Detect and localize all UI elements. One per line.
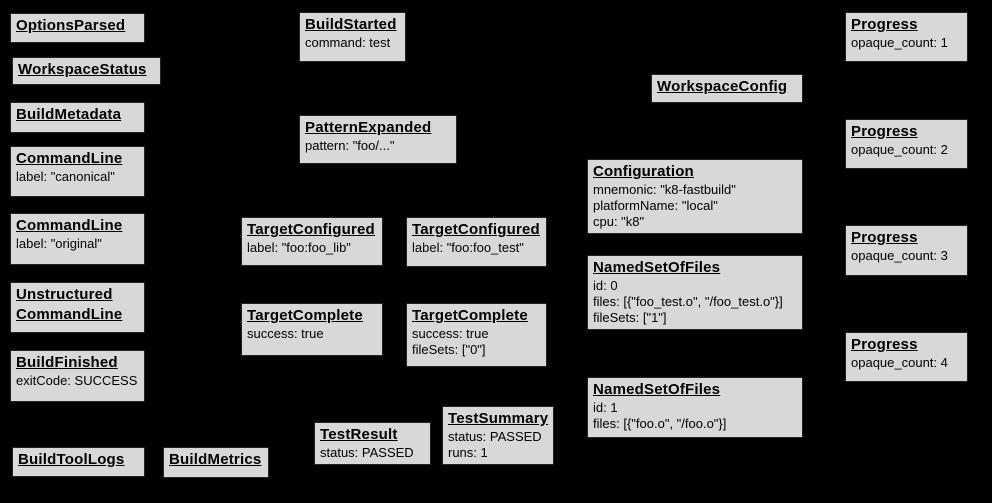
node-unstructured-command-line: Unstructured CommandLine: [10, 282, 145, 333]
node-title: PatternExpanded: [305, 119, 432, 136]
node-progress-2: Progress opaque_count: 2: [845, 119, 968, 169]
node-build-finished: BuildFinished exitCode: SUCCESS: [10, 350, 145, 402]
node-test-result: TestResult status: PASSED: [314, 422, 431, 465]
node-detail: exitCode: SUCCESS: [16, 373, 138, 388]
node-detail: pattern: "foo/...": [305, 138, 395, 153]
node-title: TargetConfigured: [247, 221, 375, 238]
node-title: Progress: [851, 336, 918, 353]
node-title: BuildMetrics: [169, 451, 262, 468]
node-title: Progress: [851, 229, 918, 246]
node-title: Unstructured CommandLine: [16, 286, 123, 323]
node-progress-1: Progress opaque_count: 1: [845, 12, 968, 62]
node-target-configured-lib: TargetConfigured label: "foo:foo_lib": [241, 217, 383, 266]
node-title: BuildMetadata: [16, 106, 122, 123]
node-detail: mnemonic: "k8-fastbuild": [593, 182, 736, 197]
node-detail: opaque_count: 4: [851, 355, 948, 370]
node-pattern-expanded: PatternExpanded pattern: "foo/...": [299, 115, 457, 164]
node-title: TargetComplete: [412, 307, 528, 324]
node-title: CommandLine: [16, 217, 123, 234]
node-detail: id: 1: [593, 400, 618, 415]
node-title: WorkspaceConfig: [657, 78, 788, 95]
node-build-started: BuildStarted command: test: [299, 12, 406, 62]
node-detail: success: true: [247, 326, 324, 341]
node-named-set-of-files-1: NamedSetOfFiles id: 1 files: [{"foo.o", …: [587, 377, 803, 438]
node-configuration: Configuration mnemonic: "k8-fastbuild" p…: [587, 159, 803, 234]
node-title: CommandLine: [16, 150, 123, 167]
node-title: TestResult: [320, 426, 398, 443]
node-detail: id: 0: [593, 278, 618, 293]
node-workspace-status: WorkspaceStatus: [12, 57, 161, 85]
node-progress-4: Progress opaque_count: 4: [845, 332, 968, 382]
node-detail: label: "canonical": [16, 169, 115, 184]
node-build-metadata: BuildMetadata: [10, 102, 145, 133]
node-detail: cpu: "k8": [593, 214, 645, 229]
node-build-tool-logs: BuildToolLogs: [12, 447, 145, 477]
node-detail: fileSets: ["1"]: [593, 310, 667, 325]
node-title: BuildToolLogs: [18, 451, 125, 468]
node-detail: status: PASSED: [320, 445, 414, 460]
node-detail: runs: 1: [448, 445, 488, 460]
node-progress-3: Progress opaque_count: 3: [845, 225, 968, 276]
node-detail: label: "foo:foo_lib": [247, 240, 351, 255]
node-detail: opaque_count: 2: [851, 142, 948, 157]
node-target-complete-test: TargetComplete success: true fileSets: […: [406, 303, 547, 367]
node-detail: platformName: "local": [593, 198, 718, 213]
node-options-parsed: OptionsParsed: [10, 13, 145, 43]
node-detail: success: true: [412, 326, 489, 341]
node-detail: label: "foo:foo_test": [412, 240, 524, 255]
node-command-line-canonical: CommandLine label: "canonical": [10, 146, 145, 197]
node-named-set-of-files-0: NamedSetOfFiles id: 0 files: [{"foo_test…: [587, 255, 803, 330]
node-build-metrics: BuildMetrics: [163, 447, 269, 478]
node-title: NamedSetOfFiles: [593, 381, 721, 398]
node-detail: opaque_count: 1: [851, 35, 948, 50]
node-workspace-config: WorkspaceConfig: [651, 74, 803, 103]
node-title: BuildStarted: [305, 16, 397, 33]
node-test-summary: TestSummary status: PASSED runs: 1: [442, 406, 554, 465]
node-title: OptionsParsed: [16, 17, 126, 34]
node-detail: fileSets: ["0"]: [412, 342, 486, 357]
node-title: WorkspaceStatus: [18, 61, 147, 78]
node-title: NamedSetOfFiles: [593, 259, 721, 276]
node-title: BuildFinished: [16, 354, 118, 371]
node-detail: files: [{"foo.o", "/foo.o"}]: [593, 416, 727, 431]
node-title: Configuration: [593, 163, 694, 180]
node-detail: label: "original": [16, 236, 102, 251]
node-target-complete-lib: TargetComplete success: true: [241, 303, 383, 356]
node-command-line-original: CommandLine label: "original": [10, 213, 145, 265]
node-title: Progress: [851, 16, 918, 33]
node-detail: opaque_count: 3: [851, 248, 948, 263]
node-target-configured-test: TargetConfigured label: "foo:foo_test": [406, 217, 547, 267]
node-detail: command: test: [305, 35, 391, 50]
node-title: Progress: [851, 123, 918, 140]
node-detail: status: PASSED: [448, 429, 542, 444]
node-title: TargetConfigured: [412, 221, 540, 238]
node-title: TargetComplete: [247, 307, 363, 324]
node-detail: files: [{"foo_test.o", "/foo_test.o"}]: [593, 294, 783, 309]
node-title: TestSummary: [448, 410, 549, 427]
